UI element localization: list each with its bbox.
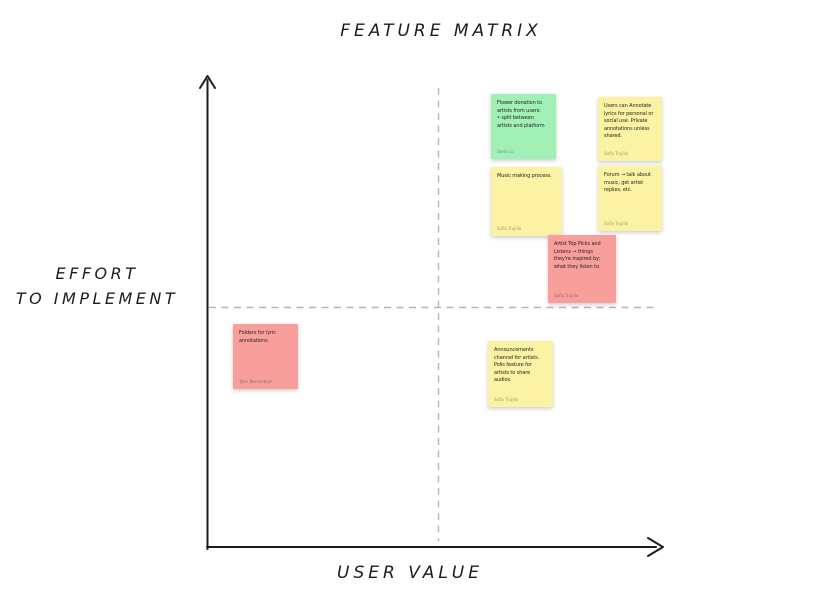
sticky-note-text: Forum → talk about music, get artist rep… [604,172,651,193]
y-axis-label-line2: TO IMPLEMENT [15,288,179,308]
sticky-note-text: Flower donation to artists from users: •… [497,100,545,129]
sticky-note-lyric-folders[interactable]: Folders for lyric annotations Tyler Bern… [233,324,298,389]
sticky-note-announcements[interactable]: Announcements channel for artists. Polls… [488,341,553,407]
x-axis-arrow-right-icon [647,537,664,557]
sticky-note-flower-donation[interactable]: Flower donation to artists from users: •… [491,94,556,159]
sticky-note-text: Users can Annotate lyrics for personal o… [604,103,654,139]
x-axis-label[interactable]: USER VALUE [337,563,483,583]
sticky-note-text: Folders for lyric annotations [239,330,276,344]
sticky-note-author: Sofia Trujillo [494,397,519,402]
board-title[interactable]: FEATURE MATRIX [340,21,542,41]
sticky-note-text: Announcements channel for artists. Polls… [494,347,540,383]
y-axis-label-line1: EFFORT [55,264,139,283]
y-axis-arrow-up-icon [199,75,216,89]
y-axis-label[interactable]: EFFORT TO IMPLEMENT [16,262,178,312]
sticky-note-artist-top-picks[interactable]: Artist Top Picks and Listens → things th… [548,235,616,303]
sticky-note-music-making[interactable]: Music making process. Sofia Trujillo [491,167,562,236]
sticky-note-author: Sofia Trujillo [604,221,629,226]
sticky-note-author: Sofia Trujillo [497,226,522,231]
sticky-note-forum[interactable]: Forum → talk about music, get artist rep… [598,166,662,231]
sticky-note-author: Sofia Trujillo [554,293,579,298]
sticky-note-author: Delia Lu [497,149,514,154]
sticky-note-annotate-lyrics[interactable]: Users can Annotate lyrics for personal o… [598,97,662,161]
sticky-note-author: Sofia Trujillo [604,151,629,156]
sticky-note-text: Artist Top Picks and Listens → things th… [554,241,601,270]
sticky-note-author: Tyler Bernshteyn [239,379,273,384]
sticky-note-text: Music making process. [497,173,552,179]
